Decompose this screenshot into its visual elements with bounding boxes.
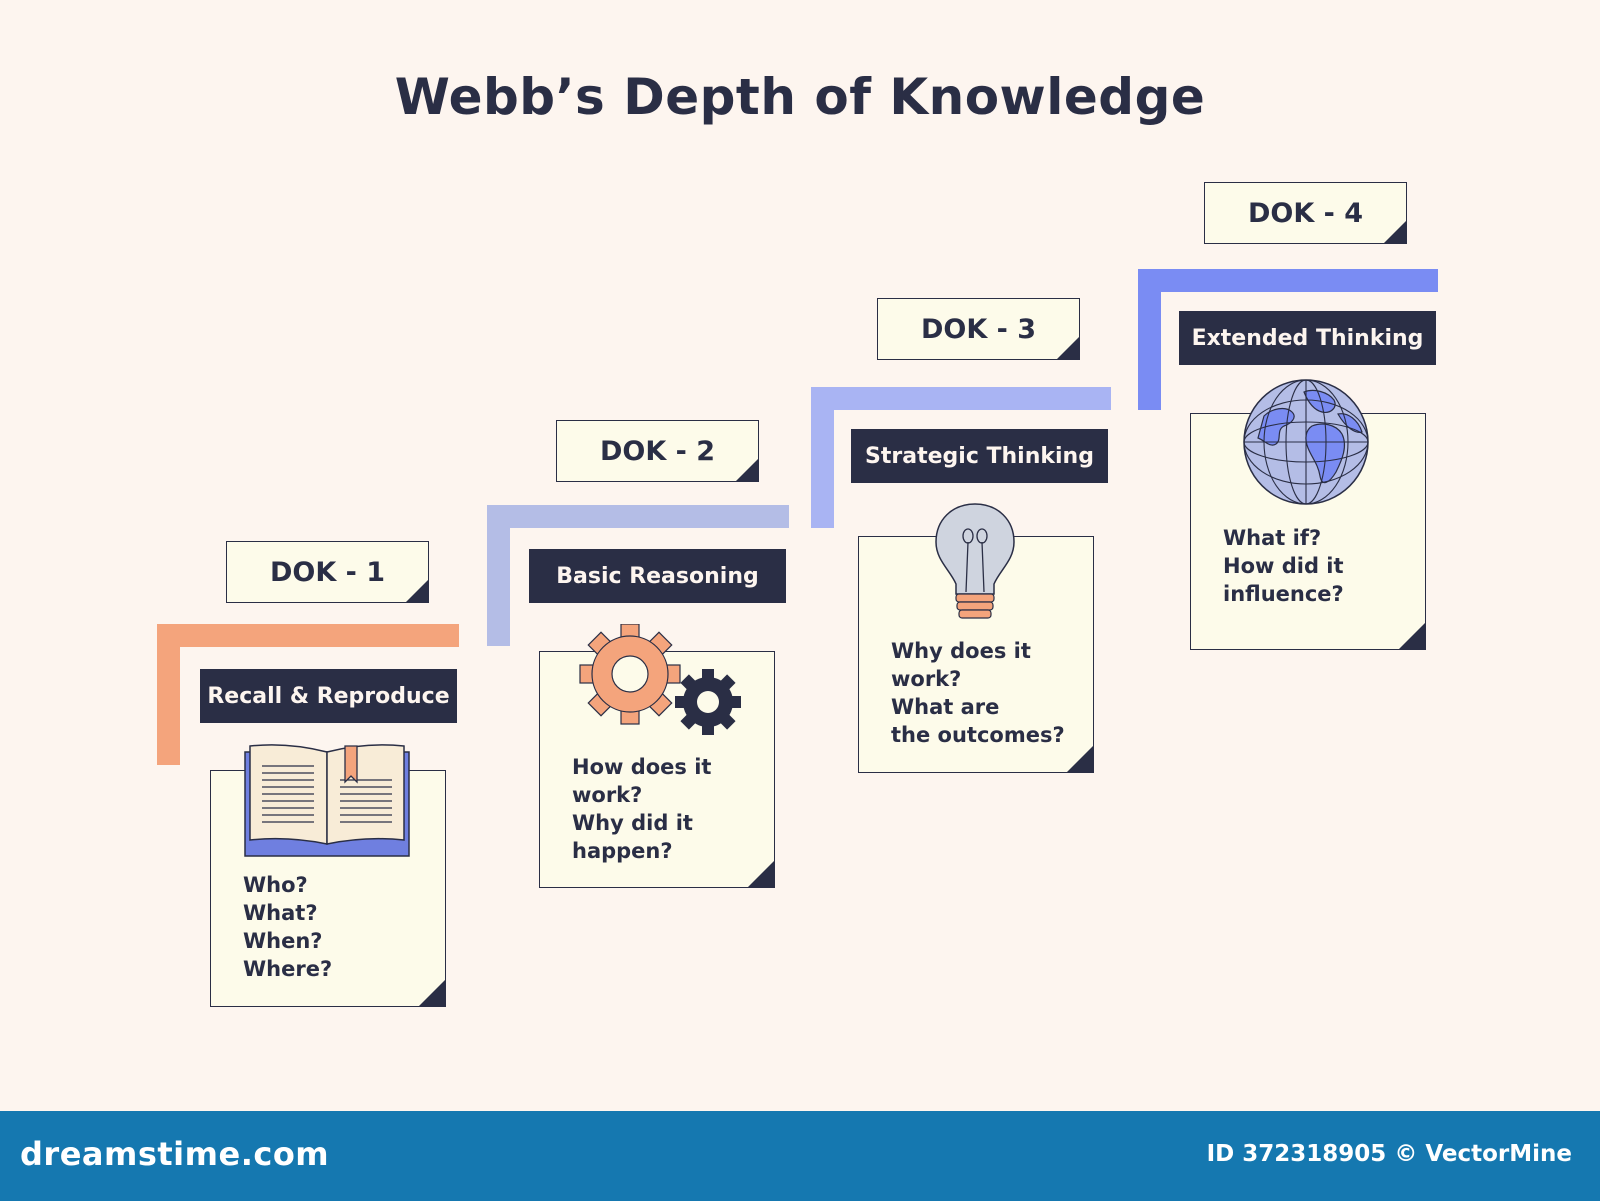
dok-1-card-fold — [418, 979, 446, 1007]
dok-3-level-label: Strategic Thinking — [851, 429, 1108, 483]
gears-icon — [579, 624, 741, 735]
dok-2-tag: DOK - 2 — [556, 420, 759, 482]
lightbulb-icon — [935, 503, 1015, 619]
dok-4-question-card: What if? How did it influence? — [1190, 413, 1426, 650]
dok-1-tag-fold — [405, 579, 429, 603]
dok-4-tag-fold — [1383, 220, 1407, 244]
globe-icon — [1243, 379, 1369, 505]
dok-2-questions: How does it work? Why did it happen? — [572, 755, 712, 863]
dok-2-tag-text: DOK - 2 — [599, 435, 716, 467]
dok-3-tag-text: DOK - 3 — [920, 313, 1037, 345]
dok-2-tag-fold — [735, 458, 759, 482]
dok-4-tag-text: DOK - 4 — [1247, 197, 1364, 229]
dok-1-tag: DOK - 1 — [226, 541, 429, 603]
dok-3-card-fold — [1066, 745, 1094, 773]
diagram-title: Webb’s Depth of Knowledge — [394, 68, 1206, 126]
dok-4-tag: DOK - 4 — [1204, 182, 1407, 244]
dok-3-tag-fold — [1056, 336, 1080, 360]
footer-brand: dreamstime.com — [20, 1135, 330, 1173]
dok-1-level-label: Recall & Reproduce — [200, 669, 457, 723]
dok-4-questions: What if? How did it influence? — [1223, 526, 1344, 606]
dok-1-tag-text: DOK - 1 — [269, 556, 386, 588]
footer-bar: dreamstime.com ID 372318905 © VectorMine — [0, 1111, 1600, 1201]
dok-3-tag: DOK - 3 — [877, 298, 1080, 360]
dok-1-questions: Who? What? When? Where? — [243, 873, 333, 981]
dok-4-level-label: Extended Thinking — [1179, 311, 1436, 365]
dok-2-level-label: Basic Reasoning — [529, 549, 786, 603]
dok-2-card-fold — [747, 860, 775, 888]
dok-4-card-fold — [1398, 622, 1426, 650]
footer-image-id: ID 372318905 © VectorMine — [1206, 1141, 1572, 1167]
dok-3-questions: Why does it work? What are the outcomes? — [891, 639, 1065, 747]
open-book-icon — [244, 744, 410, 857]
